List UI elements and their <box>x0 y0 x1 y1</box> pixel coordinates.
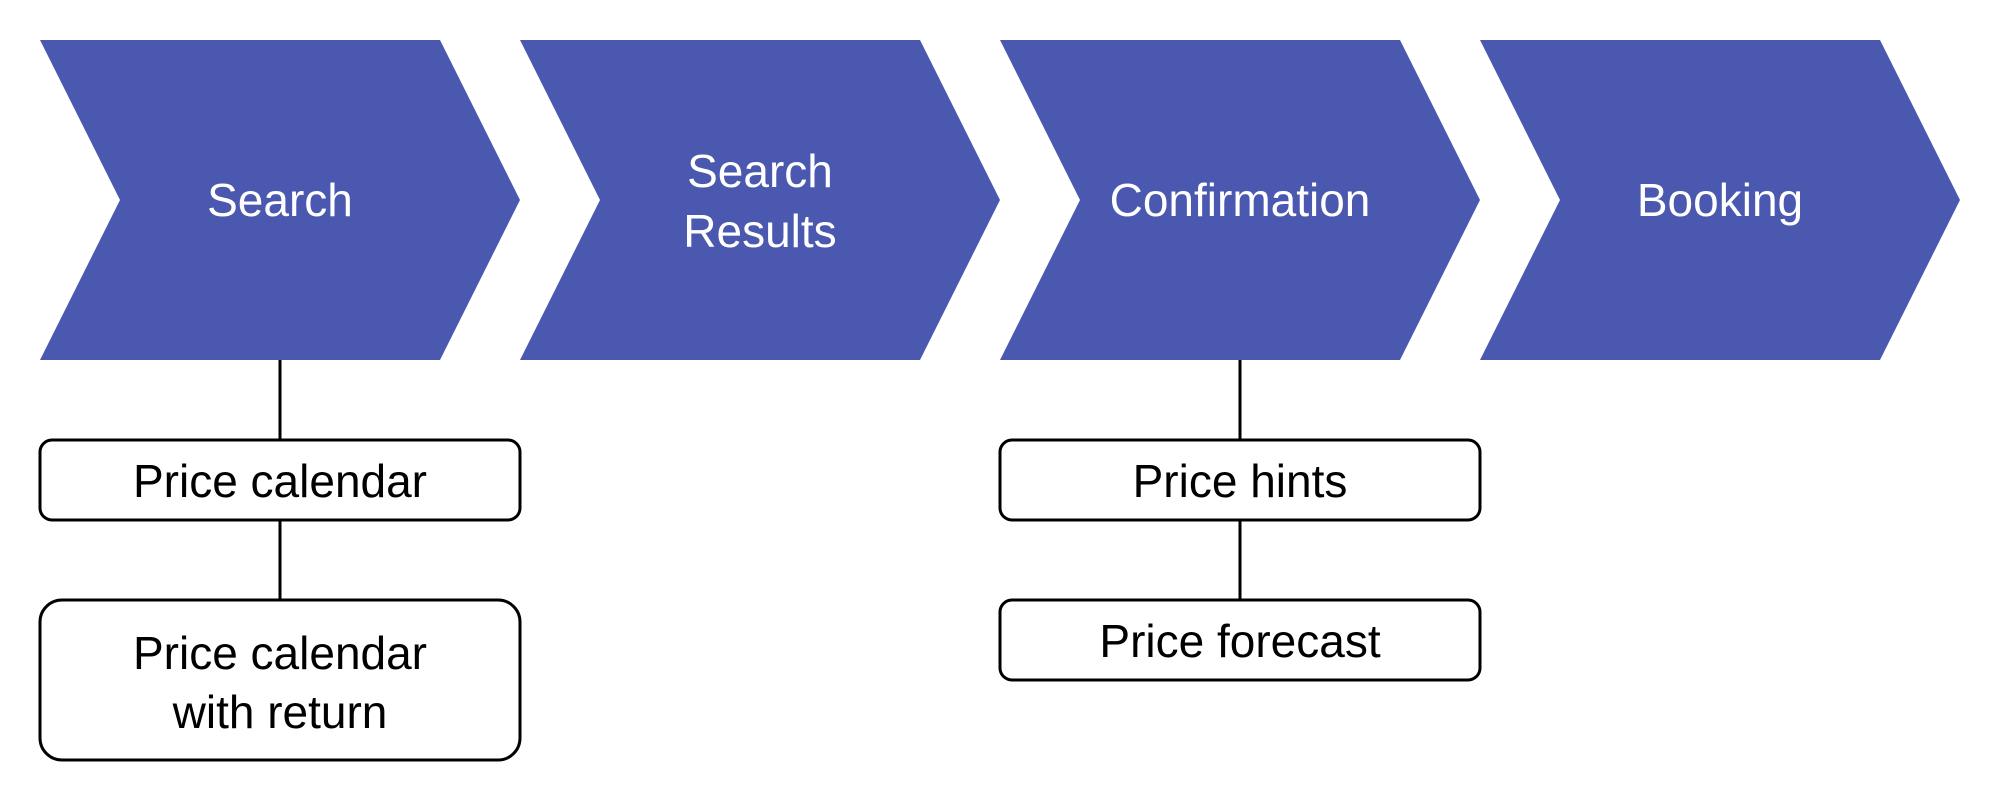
feature-price-calendar-with-return-label-line-1: Price calendar <box>133 627 427 679</box>
stage-search-chevron <box>40 40 520 360</box>
stage-booking-chevron <box>1480 40 1960 360</box>
feature-price-forecast: Price forecast <box>998 598 1482 682</box>
stage-confirmation: Confirmation <box>1000 40 1480 360</box>
feature-price-forecast-label: Price forecast <box>1099 615 1380 667</box>
feature-price-calendar-box <box>38 438 522 522</box>
stage-booking-label: Booking <box>1637 174 1803 226</box>
feature-price-calendar: Price calendar <box>38 438 522 522</box>
stage-booking: Booking <box>1480 40 1960 360</box>
stage-search-label: Search <box>207 174 353 226</box>
feature-price-hints-box <box>998 438 1482 522</box>
stage-search-results-label-line-2: Results <box>683 205 836 257</box>
feature-price-calendar-with-return-box <box>38 598 522 762</box>
feature-price-calendar-with-return: Price calendar with return <box>38 598 522 762</box>
stage-search-results-label-line-1: Search <box>687 145 833 197</box>
stage-confirmation-label: Confirmation <box>1110 174 1371 226</box>
feature-price-calendar-label: Price calendar <box>133 455 427 507</box>
stage-search: Search <box>40 40 520 360</box>
stage-confirmation-chevron <box>1000 40 1480 360</box>
stage-search-results: Search Results <box>520 40 1000 360</box>
feature-price-hints-label: Price hints <box>1133 455 1348 507</box>
stage-search-results-chevron <box>520 40 1000 360</box>
feature-price-calendar-with-return-label-line-2: with return <box>172 686 388 738</box>
feature-price-hints: Price hints <box>998 438 1482 522</box>
feature-price-forecast-box <box>998 598 1482 682</box>
